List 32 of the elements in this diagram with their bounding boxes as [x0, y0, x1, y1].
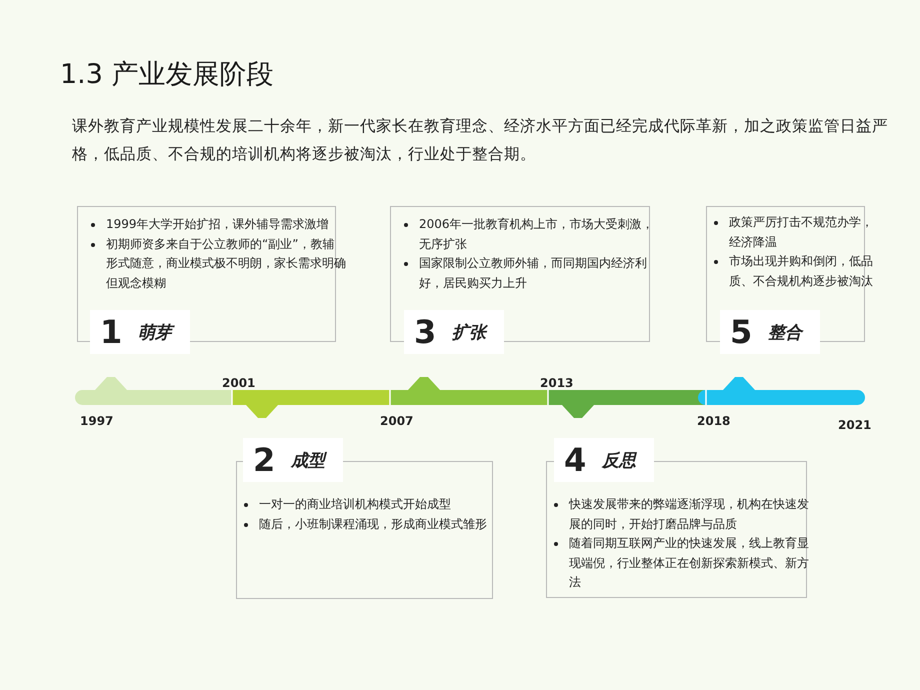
stage-title: 整合	[768, 322, 802, 344]
year-label: 1997	[80, 414, 114, 428]
bullet-text: 快速发展带来的弊端逐渐浮现，机构在快速发展的同时，开始打磨品牌与品质	[569, 497, 809, 530]
stage-number: 5	[730, 312, 752, 352]
bullet-text: 随着同期互联网产业的快速发展，线上教育显现端倪，行业整体正在创新探索新模式、新方法	[569, 536, 809, 589]
bullet-text: 政策严厉打击不规范办学，经济降温	[729, 215, 873, 248]
slide-title: 1.3 产业发展阶段	[60, 58, 274, 92]
bullet-text: 国家限制公立教师外辅，而同期国内经济利好，居民购买力上升	[419, 256, 647, 290]
bullet-text: 市场出现并购和倒闭，低品质、不合规机构逐步被淘汰	[729, 254, 873, 288]
year-label: 2007	[380, 414, 414, 428]
year-label: 2018	[697, 414, 730, 428]
stage-tab	[243, 438, 343, 482]
bullet-text: 随后，小班制课程涌现，形成商业模式雏形	[259, 516, 487, 530]
stage-tab	[720, 310, 820, 354]
stage-number: 3	[414, 312, 436, 352]
stage-title: 扩张	[452, 322, 486, 344]
stage-number: 1	[100, 312, 122, 352]
stage-number: 4	[564, 440, 586, 480]
bullet-text: 2006年一批教育机构上市，市场大受刺激，无序扩张	[419, 217, 654, 250]
year-label: 2001	[222, 376, 256, 390]
stage-number: 2	[253, 440, 276, 480]
stage-tab	[90, 310, 190, 354]
bullet-text: 一对一的商业培训机构模式开始成型	[259, 497, 451, 511]
year-label: 2013	[540, 376, 574, 390]
stage-title: 成型	[291, 450, 325, 472]
year-label: 2021	[838, 418, 872, 432]
bullet-text: 初期师资多来自于公立教师的“副业”，教辅形式随意，商业模式极不明朗，家长需求明确但观念模糊	[106, 236, 346, 290]
stage-title: 反思	[602, 450, 636, 472]
stage-tab	[404, 310, 504, 354]
intro-paragraph: 课外教育产业规模性发展二十余年，新一代家长在教育理念、经济水平方面已经完成代际革新，加之政策监管日益严格，低品质、不合规的培训机构将逐步被淘汰，行业处于整合期。	[72, 116, 889, 165]
stage-tab	[554, 438, 654, 482]
bullet-text: 1999年大学开始扩招，课外辅导需求激增	[106, 217, 329, 231]
